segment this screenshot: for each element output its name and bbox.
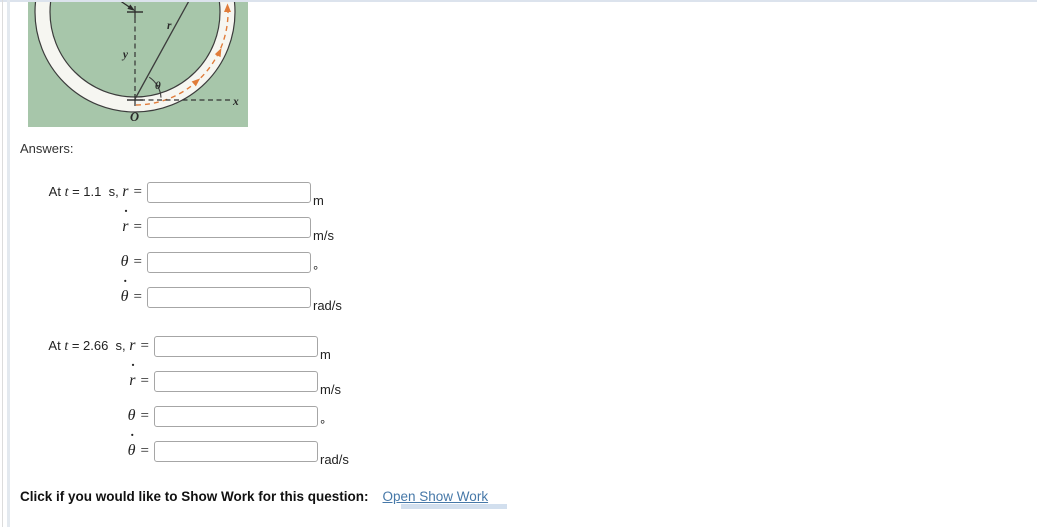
show-work-row: Click if you would like to Show Work for… [20,489,488,504]
answer-row-t2-thetadot: ˙θ= rad/s [20,432,349,467]
answer-row-t2-theta: θ= ° [20,406,325,432]
y-axis-label: y [121,49,129,61]
pane-left-rule [7,0,10,527]
unit-label: m/s [320,382,341,397]
path-arrow-top-icon [224,3,231,12]
answer-input-t2-thetadot[interactable] [154,441,318,462]
row-label: ˙r= [20,362,154,392]
equals-sign: = [140,373,149,389]
theta-label: θ [155,80,161,92]
unit-label: ° [313,263,319,278]
row-label: At t = 2.66 s, r= [48,337,149,355]
equals-sign: = [140,338,149,354]
row-label: ˙θ= [20,432,154,462]
answer-input-t2-r[interactable] [154,336,318,357]
unit-label: rad/s [320,452,349,467]
answer-input-t1-r[interactable] [147,182,311,203]
answer-input-t1-theta[interactable] [147,252,311,273]
origin-label: O [130,110,139,124]
row-label: θ= [20,406,154,427]
math-symbol: r [122,183,129,200]
answer-row-t2-r: At t = 2.66 s, r= m [20,336,331,362]
equals-sign: = [140,443,149,459]
answer-row-t2-rdot: ˙r= m/s [20,362,341,397]
equals-sign: = [133,219,142,235]
answer-input-t1-thetadot[interactable] [147,287,311,308]
math-symbol: ˙θ [120,278,129,305]
r-line [134,2,190,100]
problem-figure: y r θ x O [28,2,248,127]
pane-top-border [0,0,1037,2]
math-symbol: θ [120,253,129,270]
r-label: r [167,20,172,32]
path-arrow-mid-icon [191,78,201,87]
equals-sign: = [133,184,142,200]
path-arrow-mid2-icon [214,48,222,58]
unit-label: rad/s [313,298,342,313]
row-label: ˙r= [20,208,147,238]
math-symbol: r [129,337,136,354]
answers-heading: Answers: [20,141,74,156]
unit-label: ° [320,417,326,432]
particle-path-dashed [135,3,229,106]
x-axis-label: x [232,96,239,108]
answer-row-t1-theta: θ= ° [20,252,318,278]
row-label: θ= [20,252,147,273]
math-symbol: ˙r [122,208,129,235]
unit-label: m [320,347,331,362]
open-show-work-link[interactable]: Open Show Work [382,489,489,504]
equals-sign: = [133,289,142,305]
unit-label: m [313,193,324,208]
math-symbol: ˙θ [127,432,136,459]
answer-input-t2-rdot[interactable] [154,371,318,392]
answer-row-t1-rdot: ˙r= m/s [20,208,334,243]
answer-input-t2-theta[interactable] [154,406,318,427]
math-symbol: θ [127,407,136,424]
pane-left-border [2,0,3,527]
theta-arc [148,76,162,98]
center-leader-arrow-icon [127,4,136,11]
row-label: At t = 1.1 s, r= [48,183,142,201]
answer-input-t1-rdot[interactable] [147,217,311,238]
equals-sign: = [133,254,142,270]
answer-row-t1-r: At t = 1.1 s, r= m [20,182,324,208]
link-highlight [401,504,507,509]
equals-sign: = [140,408,149,424]
center-leader-line [120,2,131,8]
show-work-prompt: Click if you would like to Show Work for… [20,489,369,504]
row-label: ˙θ= [20,278,147,308]
answer-row-t1-thetadot: ˙θ= rad/s [20,278,342,313]
math-symbol: ˙r [129,362,136,389]
unit-label: m/s [313,228,334,243]
